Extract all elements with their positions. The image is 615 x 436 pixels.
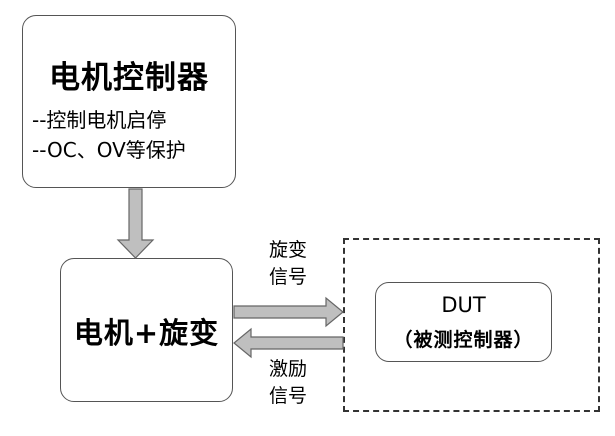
motor-controller-title: 电机控制器	[49, 60, 209, 96]
dut-dashed-boundary	[343, 238, 600, 412]
motor-resolver-box: 电机+旋变	[60, 258, 233, 402]
excitation-signal-label-line1: 激励	[269, 358, 308, 380]
down-arrow-shape	[116, 188, 155, 259]
motor-controller-desc-start-stop: --控制电机启停	[32, 108, 167, 132]
right-arrow-shape	[233, 296, 344, 328]
motor-controller-desc-protection: --OC、OV等保护	[32, 138, 186, 162]
dut-name: DUT	[441, 293, 486, 317]
dut-box: DUT （被测控制器）	[375, 282, 552, 362]
resolver-signal-label-line1: 旋变	[269, 239, 308, 261]
left-arrow-shape	[233, 327, 344, 359]
dut-subtitle: （被测控制器）	[393, 329, 534, 351]
motor-resolver-title: 电机+旋变	[73, 316, 220, 350]
excitation-signal-label-line2: 信号	[269, 385, 308, 407]
motor-controller-box: 电机控制器 --控制电机启停 --OC、OV等保护	[22, 15, 236, 188]
resolver-signal-label-line2: 信号	[269, 266, 308, 288]
